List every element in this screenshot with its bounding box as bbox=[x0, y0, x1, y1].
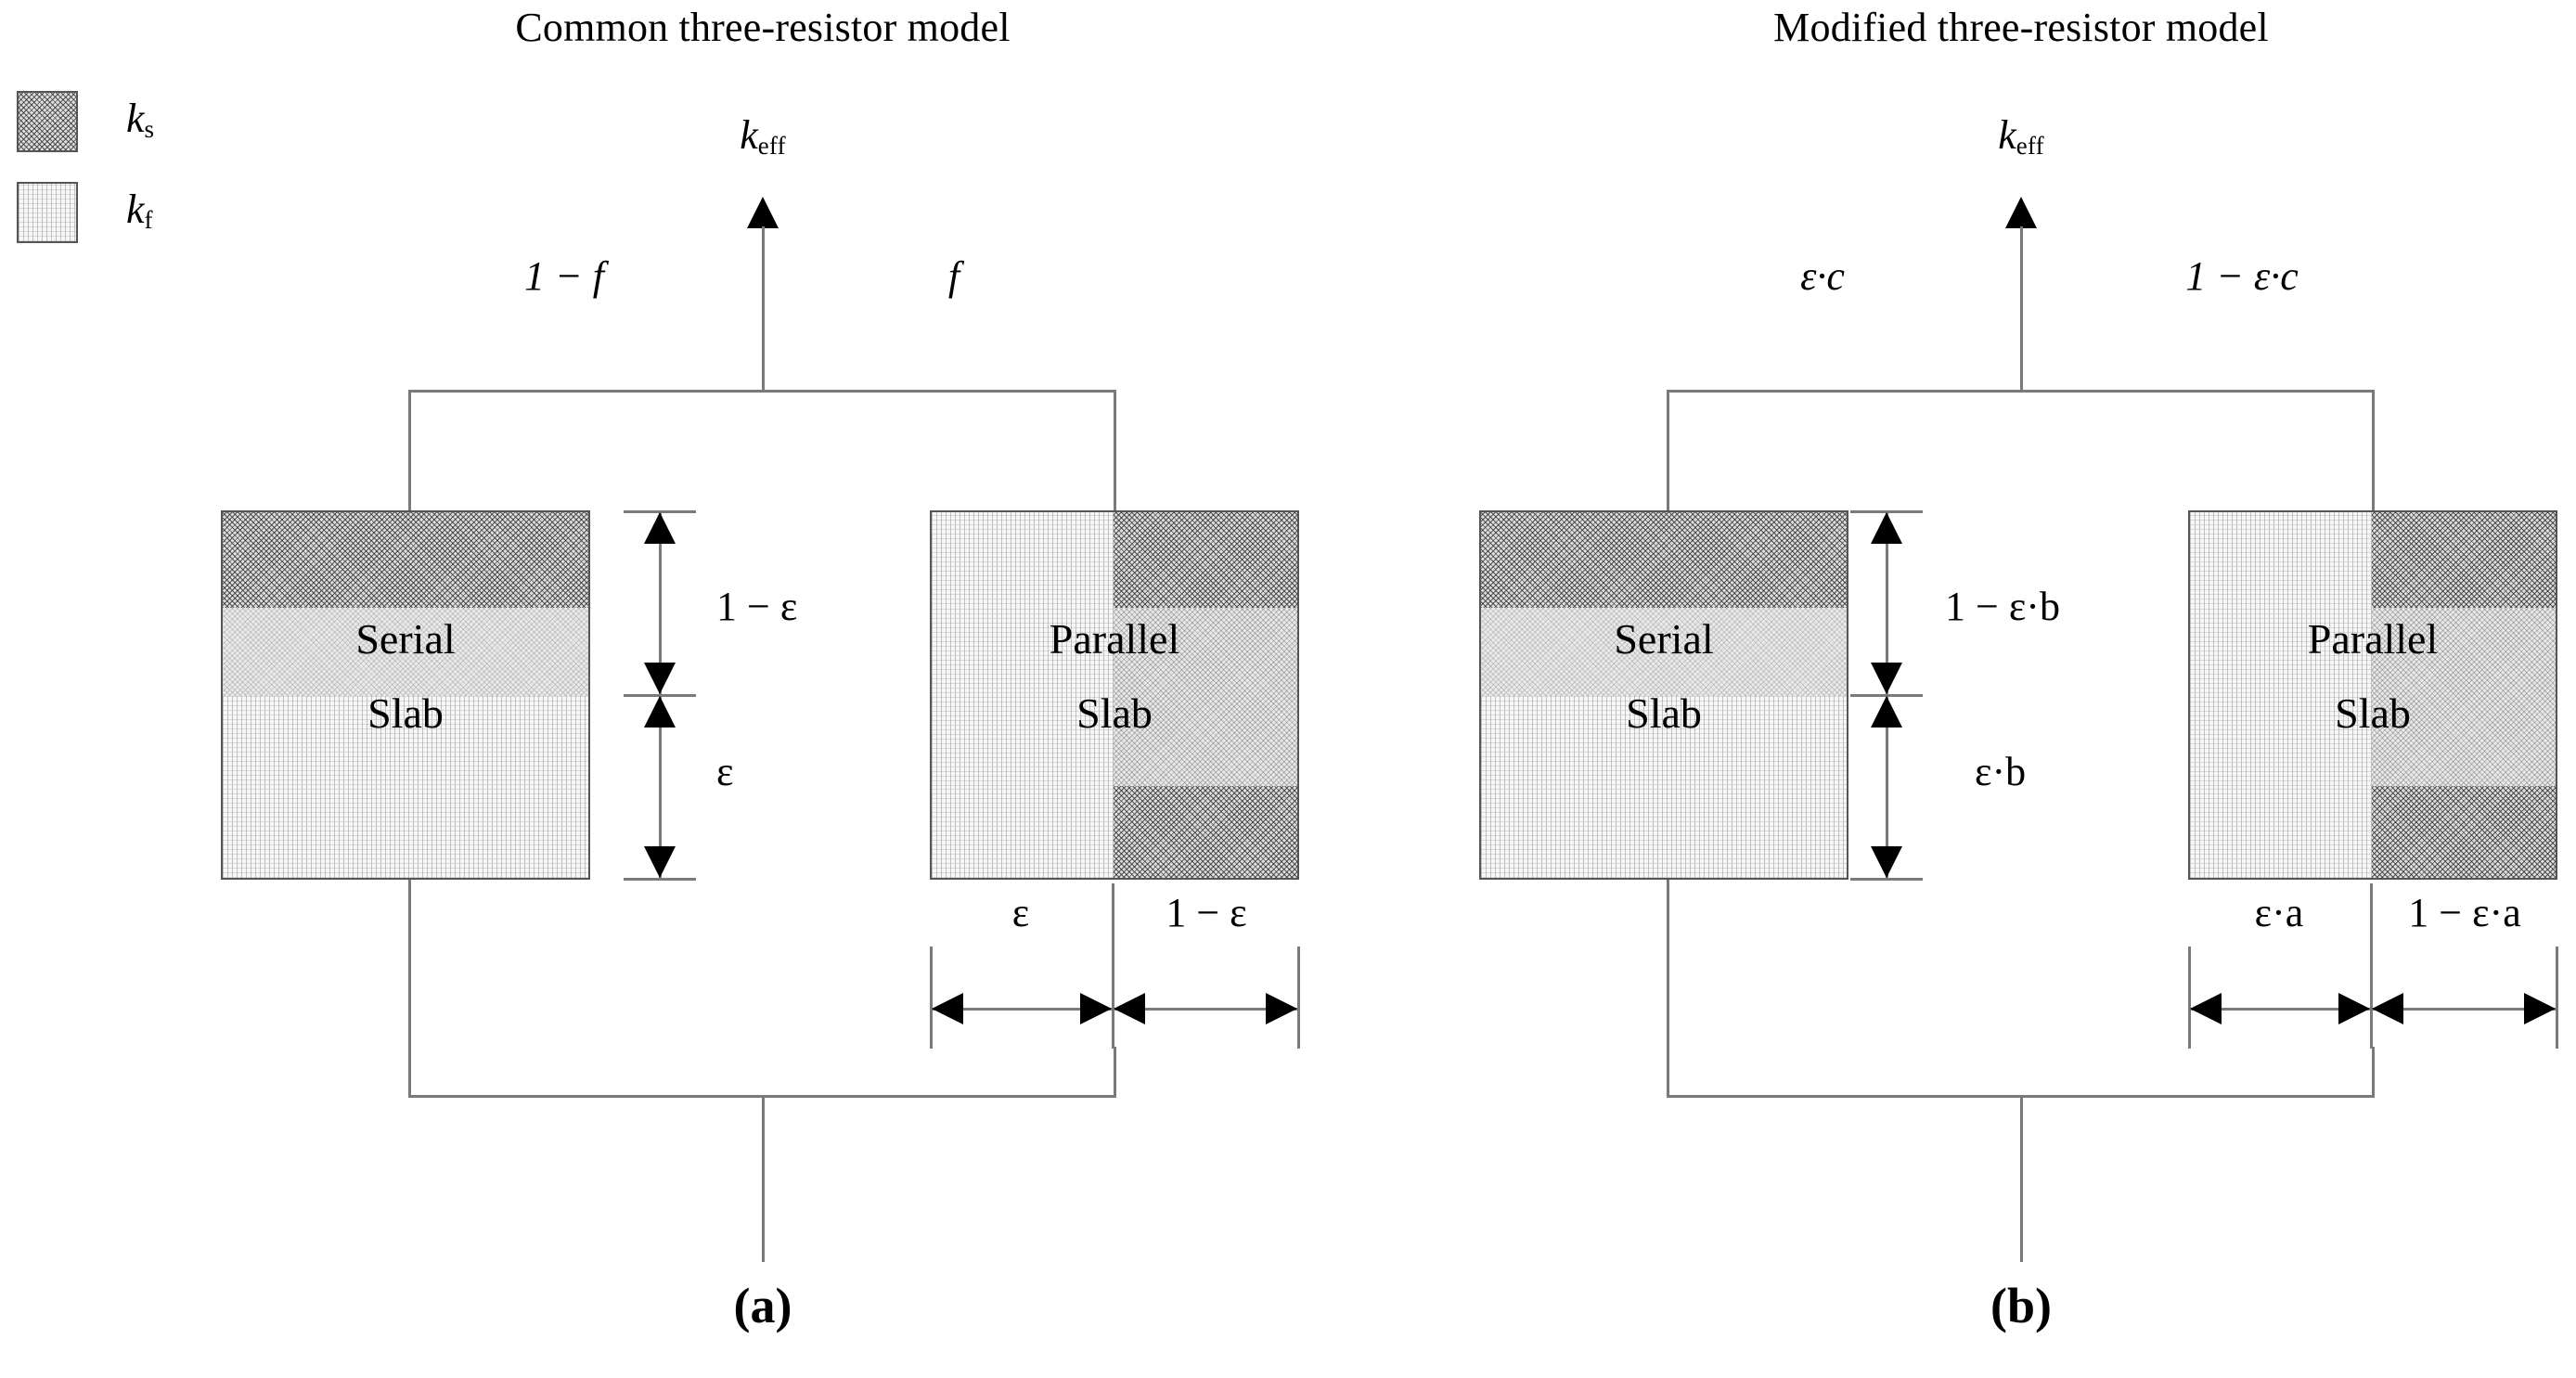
panel-a-vdim-label-bottom: ε bbox=[716, 749, 734, 794]
panel-b-hdim-tick-mid bbox=[2370, 883, 2373, 1049]
panel-b-vdim-label-bottom: ε·b bbox=[1975, 749, 2027, 794]
panel-a-right-riser bbox=[1114, 390, 1116, 510]
panel-b-hdim-label-left: ε·a bbox=[2254, 890, 2304, 935]
legend-label-ks: ks bbox=[126, 95, 154, 144]
panel-b-serial-band-ks-top bbox=[1481, 512, 1847, 608]
panel-a-parallel-slab bbox=[930, 510, 1299, 880]
panel-b-output-subscript: eff bbox=[2016, 131, 2044, 160]
panel-a-vdim-arrow-lower-bottom bbox=[644, 846, 676, 878]
panel-a-output-subscript: eff bbox=[757, 131, 786, 160]
panel-a-hdim-arrow-right-end bbox=[1266, 993, 1297, 1024]
panel-a-hdim-label-right: 1 − ε bbox=[1166, 890, 1247, 935]
panel-b: Modified three-resistor model keff ε·c 1… bbox=[1258, 0, 2576, 1378]
panel-a-hdim-tick-mid bbox=[1112, 883, 1114, 1049]
panel-b-left-riser bbox=[1667, 390, 1669, 510]
panel-a-title: Common three-resistor model bbox=[515, 5, 1011, 50]
panel-a-bottom-tail bbox=[762, 1095, 765, 1262]
panel-a-vdim-tick-top bbox=[624, 510, 696, 513]
panel-b-parallel-overlap-mid bbox=[2372, 608, 2556, 786]
panel-a-vdim-line-lower bbox=[659, 696, 662, 878]
panel-b-right-dropper bbox=[2372, 1047, 2375, 1097]
panel-b-vdim-tick-bottom bbox=[1850, 878, 1923, 881]
panel-b-left-dropper bbox=[1667, 880, 1669, 1097]
panel-b-branch-label-left: ε·c bbox=[1800, 253, 1845, 299]
legend-swatch-ks bbox=[17, 91, 78, 152]
panel-a-output-arrowhead bbox=[747, 197, 779, 228]
panel-a-vdim-arrow-upper-bottom bbox=[644, 663, 676, 694]
legend-label-kf: kf bbox=[126, 186, 153, 235]
panel-b-vdim-arrow-upper-bottom bbox=[1871, 663, 1902, 694]
panel-a-output-symbol: k bbox=[740, 112, 758, 158]
panel-b-vdim-arrow-lower-top bbox=[1871, 696, 1902, 728]
panel-a-output-label: keff bbox=[740, 111, 786, 161]
panel-b-output-wire bbox=[2020, 226, 2023, 392]
legend-symbol-kf: k bbox=[126, 187, 145, 232]
panel-a-hdim-line-left bbox=[932, 1008, 1112, 1011]
panel-b-bottom-tail bbox=[2020, 1095, 2023, 1262]
panel-b-vdim-tick-top bbox=[1850, 510, 1923, 513]
panel-b-top-bus bbox=[1667, 390, 2375, 393]
panel-a-top-bus bbox=[408, 390, 1116, 393]
panel-a-serial-band-kf-bottom bbox=[223, 696, 588, 878]
panel-a-hdim-tick-right bbox=[1297, 947, 1300, 1049]
panel-b-vdim-arrow-lower-bottom bbox=[1871, 846, 1902, 878]
panel-b-vdim-arrow-upper-top bbox=[1871, 512, 1902, 544]
panel-b-vdim-tick-mid bbox=[1850, 694, 1923, 697]
legend-subscript-ks: s bbox=[144, 114, 155, 143]
panel-a-left-dropper bbox=[408, 880, 411, 1097]
legend-symbol-ks: k bbox=[126, 96, 145, 141]
panel-b-serial-band-kf-bottom bbox=[1481, 696, 1847, 878]
panel-a-vdim-arrow-upper-top bbox=[644, 512, 676, 544]
panel-b-hdim-line-left bbox=[2190, 1008, 2370, 1011]
panel-b-output-label: keff bbox=[1998, 111, 2044, 161]
panel-b-vdim-label-top: 1 − ε·b bbox=[1945, 584, 2060, 629]
panel-a-vdim-arrow-lower-top bbox=[644, 696, 676, 728]
panel-a-caption: (a) bbox=[733, 1278, 792, 1333]
panel-b-hdim-tick-right bbox=[2556, 947, 2558, 1049]
panel-b-caption: (b) bbox=[1990, 1278, 2052, 1333]
panel-b-hdim-arrow-left-end bbox=[2338, 993, 2370, 1024]
panel-b-branch-label-right: 1 − ε·c bbox=[2185, 253, 2299, 299]
panel-a-right-dropper bbox=[1114, 1047, 1116, 1097]
panel-a-output-wire bbox=[762, 226, 765, 392]
panel-a-hdim-label-left: ε bbox=[1011, 890, 1030, 935]
panel-a-serial-band-ks-top bbox=[223, 512, 588, 608]
panel-a-hdim-line-right bbox=[1114, 1008, 1297, 1011]
panel-a-left-riser bbox=[408, 390, 411, 510]
panel-b-vdim-line-upper bbox=[1886, 512, 1888, 694]
panel-a-vdim-label-top: 1 − ε bbox=[716, 584, 798, 629]
panel-b-hdim-arrow-right-start bbox=[2372, 993, 2403, 1024]
panel-a-serial-slab bbox=[221, 510, 590, 880]
panel-a: Common three-resistor model keff 1 − f f… bbox=[221, 5, 1300, 1333]
panel-b-output-arrowhead bbox=[2005, 197, 2037, 228]
panel-b-serial-slab bbox=[1479, 510, 1848, 880]
panel-b-hdim-arrow-right-end bbox=[2524, 993, 2556, 1024]
panel-b-right-riser bbox=[2372, 390, 2375, 510]
panel-a-branch-label-right: f bbox=[947, 253, 960, 299]
panel-b-output-symbol: k bbox=[1998, 112, 2016, 158]
panel-a-vdim-tick-mid bbox=[624, 694, 696, 697]
panel-b-vdim-line-lower bbox=[1886, 696, 1888, 878]
panel-a-vdim-line-upper bbox=[659, 512, 662, 694]
panel-a-hdim-arrow-right-start bbox=[1114, 993, 1145, 1024]
panel-b-hdim-line-right bbox=[2372, 1008, 2556, 1011]
panel-b-hdim-tick-left bbox=[2188, 947, 2191, 1049]
panel-b-hdim-label-right: 1 − ε·a bbox=[2408, 890, 2521, 935]
panel-b-title: Modified three-resistor model bbox=[1773, 5, 2269, 50]
panel-a-parallel-overlap-mid bbox=[1114, 608, 1297, 786]
panel-b-parallel-slab bbox=[2188, 510, 2557, 880]
panel-a-branch-label-left: 1 − f bbox=[524, 253, 604, 299]
panel-b-hdim-arrow-left-start bbox=[2190, 993, 2222, 1024]
panel-a-hdim-arrow-left-start bbox=[932, 993, 963, 1024]
panel-a-vdim-tick-bottom bbox=[624, 878, 696, 881]
panel-a-hdim-arrow-left-end bbox=[1080, 993, 1112, 1024]
legend-swatch-kf bbox=[17, 182, 78, 243]
legend-subscript-kf: f bbox=[144, 205, 153, 234]
panel-a-hdim-tick-left bbox=[930, 947, 933, 1049]
